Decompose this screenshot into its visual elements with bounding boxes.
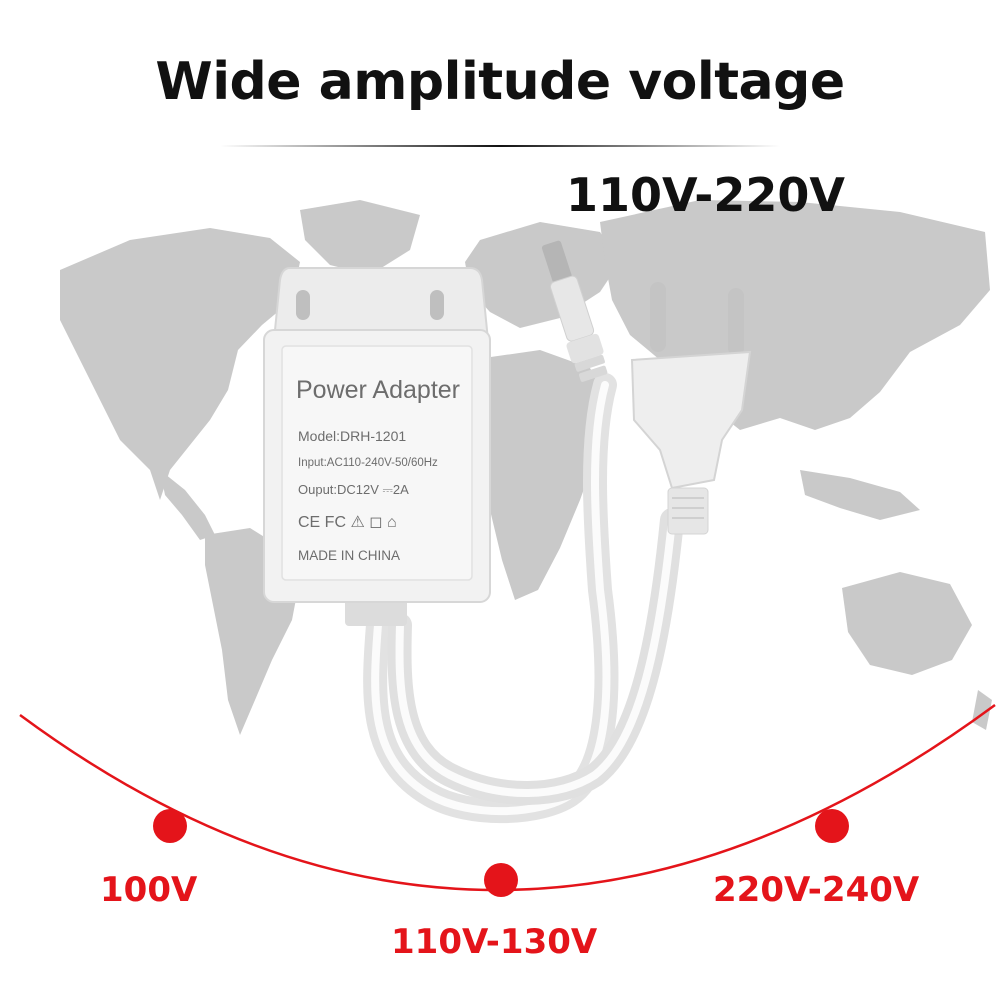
ac-cable-highlight	[395, 516, 676, 797]
plug-body	[630, 350, 752, 490]
adapter-output: Ouput:DC12V ⎓2A	[298, 482, 409, 497]
plug-pin-left	[650, 282, 666, 352]
voltage-label-110v-130v: 110V-130V	[391, 922, 598, 962]
bracket-slot-right	[430, 290, 444, 320]
voltage-label-100v: 100V	[100, 870, 198, 910]
eu-plug	[630, 282, 752, 535]
adapter-label-panel	[281, 345, 473, 581]
voltage-dot-220v-240v	[815, 809, 849, 843]
voltage-dot-110v-130v	[484, 863, 518, 897]
voltage-label-220v-240v: 220V-240V	[713, 870, 920, 910]
adapter-origin: MADE IN CHINA	[298, 548, 400, 563]
power-adapter: Power Adapter Model:DRH-1201 Input:AC110…	[263, 240, 752, 824]
continent-europe	[465, 222, 620, 328]
voltage-range: 110V-220V	[566, 168, 845, 222]
adapter-certifications: CE FC ⚠ ◻ ⌂	[298, 514, 397, 531]
islands-southeast-asia	[800, 470, 920, 520]
continent-australia	[842, 572, 972, 675]
continent-north-america	[60, 228, 300, 500]
continent-africa	[455, 350, 610, 600]
voltage-dot-100v	[153, 809, 187, 843]
dc-barrel-connector	[541, 240, 608, 382]
continent-greenland	[300, 200, 420, 275]
continent-central-america	[160, 470, 215, 540]
islands-new-zealand	[972, 690, 992, 730]
bracket-slot-left	[296, 290, 310, 320]
page-title: Wide amplitude voltage	[155, 52, 845, 112]
adapter-name: Power Adapter	[296, 376, 460, 404]
adapter-strain-relief	[345, 598, 407, 626]
adapter-input: Input:AC110-240V-50/60Hz	[298, 457, 438, 469]
world-map	[60, 200, 992, 735]
adapter-model: Model:DRH-1201	[298, 428, 406, 444]
plug-pin-right	[728, 288, 744, 356]
title-divider	[220, 145, 780, 147]
